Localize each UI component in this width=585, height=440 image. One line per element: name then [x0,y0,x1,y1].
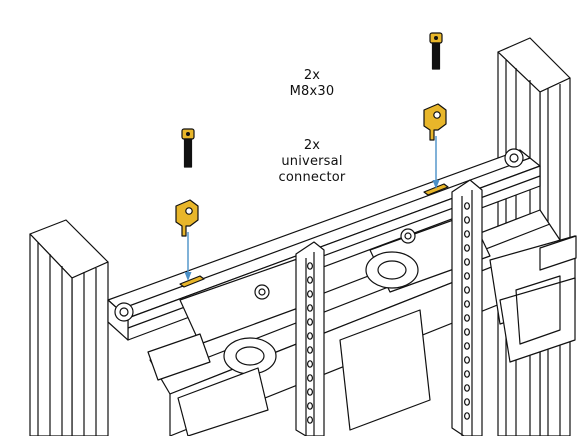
universal-connector-icon [423,103,447,141]
left-upright-post [29,219,109,437]
down-arrow-icon [432,136,440,189]
vesa-arm-right [451,179,483,437]
connector-name-line2: connector [278,170,346,185]
connector-name-line1: universal [281,154,343,169]
connector-qty: 2x [303,138,321,153]
bolt-icon [181,128,195,168]
bolt-icon [429,32,443,70]
bolt-qty: 2x [303,68,321,83]
arm-left-holes [307,262,314,424]
connector-quantity-label: 2x universal connector [232,138,392,186]
arm-right-holes [464,202,471,420]
bolt-quantity-label: 2x M8x30 [232,68,392,100]
universal-connector-icon [175,199,199,237]
down-arrow-icon [184,232,192,281]
vesa-arm-left [295,241,325,437]
bolt-name: M8x30 [289,84,335,99]
